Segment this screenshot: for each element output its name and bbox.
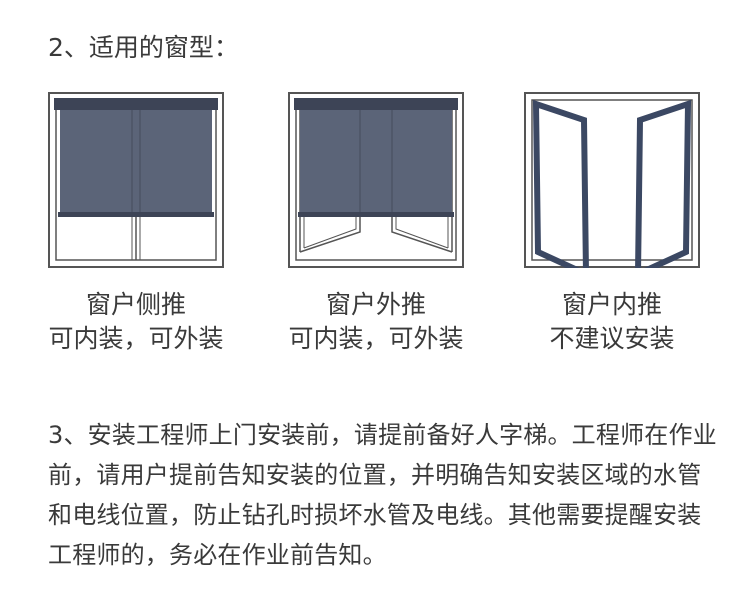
outward-opening-window-diagram [288,92,464,268]
inward-opening-window-diagram [524,92,700,268]
paragraph-line: 3、安装工程师上门安装前，请提前备好人字梯。工程师在作业 [48,421,717,449]
caption-inward-opening: 窗户内推 不建议安装 [492,288,732,356]
caption-title: 窗户内推 [561,290,662,319]
caption-note: 可内装，可外装 [48,324,224,353]
caption-outward-opening: 窗户外推 可内装，可外装 [256,288,496,356]
section-2-heading: 2、适用的窗型： [48,33,239,62]
caption-title: 窗户侧推 [85,290,186,319]
paragraph-line: 和电线位置，防止钻孔时损坏水管及电线。其他需要提醒安装 [48,501,702,529]
caption-title: 窗户外推 [325,290,426,319]
paragraph-line: 前，请用户提前告知安装的位置，并明确告知安装区域的水管 [48,461,702,489]
caption-note: 不建议安装 [549,324,675,353]
section-3-paragraph: 3、安装工程师上门安装前，请提前备好人字梯。工程师在作业 前，请用户提前告知安装… [48,415,717,575]
caption-side-hung: 窗户侧推 可内装，可外装 [16,288,256,356]
side-hung-window-diagram [48,92,224,268]
caption-note: 可内装，可外装 [288,324,464,353]
paragraph-line: 工程师的，务必在作业前告知。 [48,541,387,569]
